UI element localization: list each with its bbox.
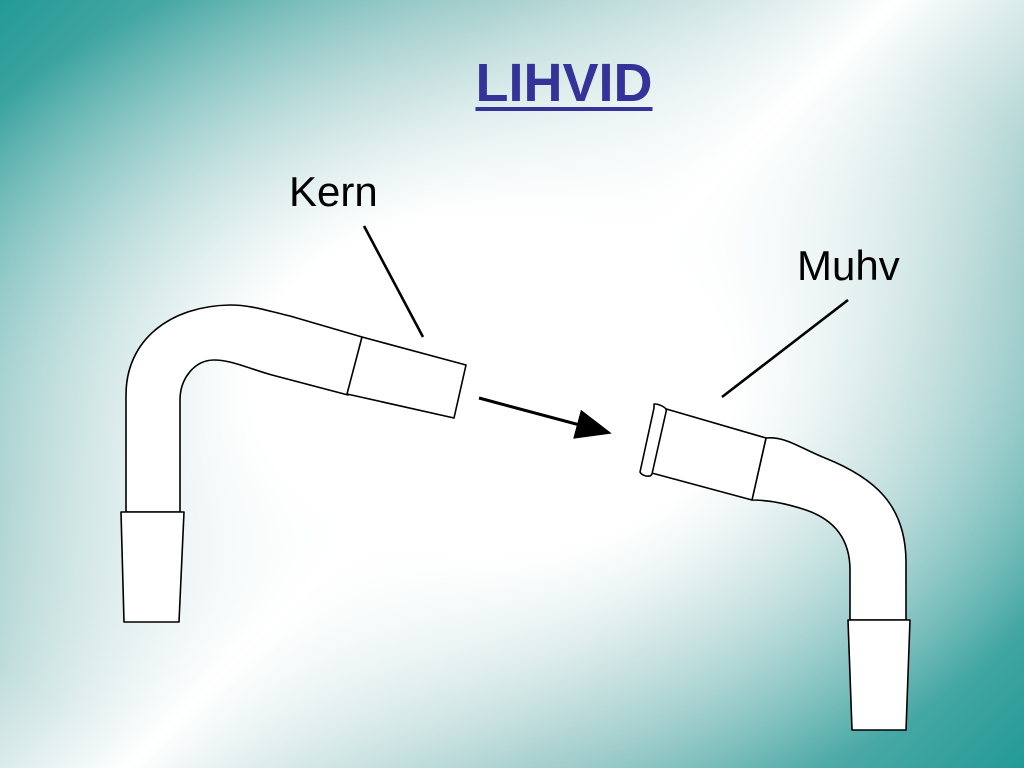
- kern-ground-joint: [346, 336, 467, 419]
- muhv-pointer-line: [721, 298, 849, 399]
- kern-label: Kern: [289, 168, 378, 215]
- muhv-rim: [639, 403, 668, 477]
- muhv-label: Muhv: [797, 242, 900, 289]
- muhv-adapter: [639, 403, 911, 731]
- kern-bottom-joint: [120, 511, 185, 623]
- muhv-bottom-joint: [847, 619, 911, 731]
- kern-pointer-line: [362, 225, 425, 338]
- slide-title: LIHVID: [475, 53, 653, 113]
- kern-adapter: [120, 304, 467, 623]
- muhv-ground-joint: [647, 405, 767, 501]
- muhv-adapter-bend-tube: [751, 437, 907, 621]
- insert-arrow: [478, 396, 612, 439]
- kern-adapter-bend-tube: [125, 304, 363, 513]
